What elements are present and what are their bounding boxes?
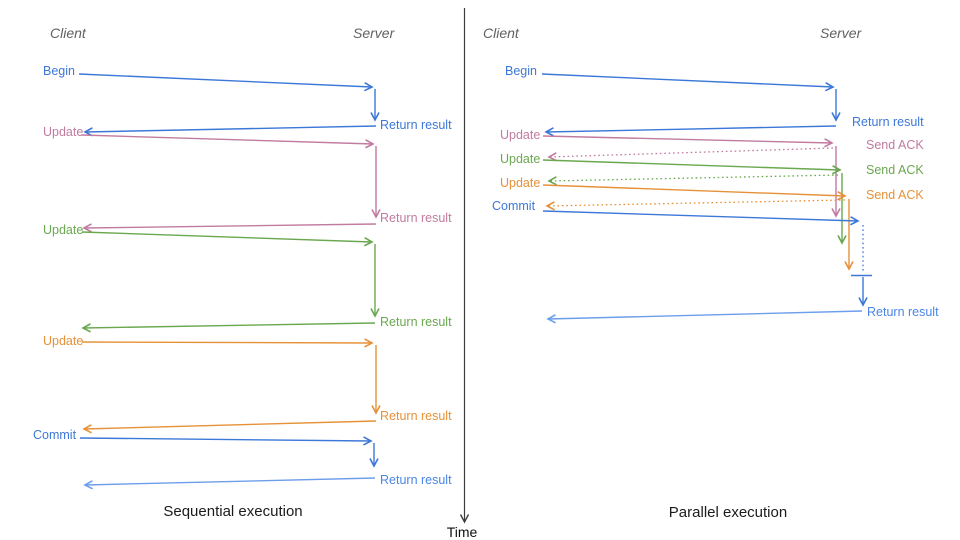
server-lifeline-label: Server [353,25,396,41]
server-lifeline-label: Server [820,25,863,41]
ack-arrow-dotted [547,174,839,186]
response-label: Return result [380,315,452,329]
sequential-panel: Client Server Begin Return result Update… [33,25,452,520]
client-lifeline-label: Client [50,25,87,41]
response-arrow [83,125,377,137]
message-update-1: Update Return result [43,125,452,233]
response-label: Return result [380,118,452,132]
parallel-panel: Client Server Begin Return result Update… [483,25,939,521]
response-label: Send ACK [866,138,924,152]
request-arrow [542,210,860,226]
request-label: Update [500,128,540,142]
response-label: Return result [867,305,939,319]
response-arrow [81,322,376,333]
request-label: Commit [492,199,536,213]
time-axis-label: Time [447,524,478,540]
message-begin: Begin Return result [505,64,924,137]
response-arrow [83,477,376,490]
response-label: Return result [380,473,452,487]
response-arrow [546,310,863,324]
ack-arrow-dotted [547,147,834,162]
request-arrow [78,73,374,92]
message-begin: Begin Return result [43,64,452,137]
message-update-3: Update Send ACK [500,176,924,271]
time-axis: Time [447,8,478,540]
request-label: Begin [505,64,537,78]
request-label: Update [43,334,83,348]
request-arrow [541,73,835,92]
request-label: Update [500,152,540,166]
request-arrow [81,231,374,247]
message-commit: Commit Return result [492,199,939,324]
message-update-3: Update Return result [43,334,452,434]
client-lifeline-label: Client [483,25,520,41]
response-arrow [82,420,377,434]
ack-arrow-dotted [545,199,846,211]
response-label: Return result [852,115,924,129]
message-update-2: Update Return result [43,223,452,333]
response-arrow [82,223,377,233]
request-arrow [81,338,374,348]
request-label: Update [43,223,83,237]
response-label: Return result [380,211,452,225]
message-commit: Commit Return result [33,428,452,490]
request-label: Begin [43,64,75,78]
panel-title: Sequential execution [163,503,302,520]
response-label: Send ACK [866,163,924,177]
response-label: Send ACK [866,188,924,202]
response-label: Return result [380,409,452,423]
request-arrow [542,135,834,148]
request-arrow [542,184,847,201]
response-arrow [544,125,837,137]
panel-title: Parallel execution [669,504,787,521]
request-arrow [81,134,375,149]
message-update-1: Update Send ACK [500,128,924,218]
request-label: Commit [33,428,77,442]
request-arrow [542,159,842,175]
request-label: Update [500,176,540,190]
message-update-2: Update Send ACK [500,152,924,245]
request-arrow [79,436,373,446]
request-label: Update [43,125,83,139]
